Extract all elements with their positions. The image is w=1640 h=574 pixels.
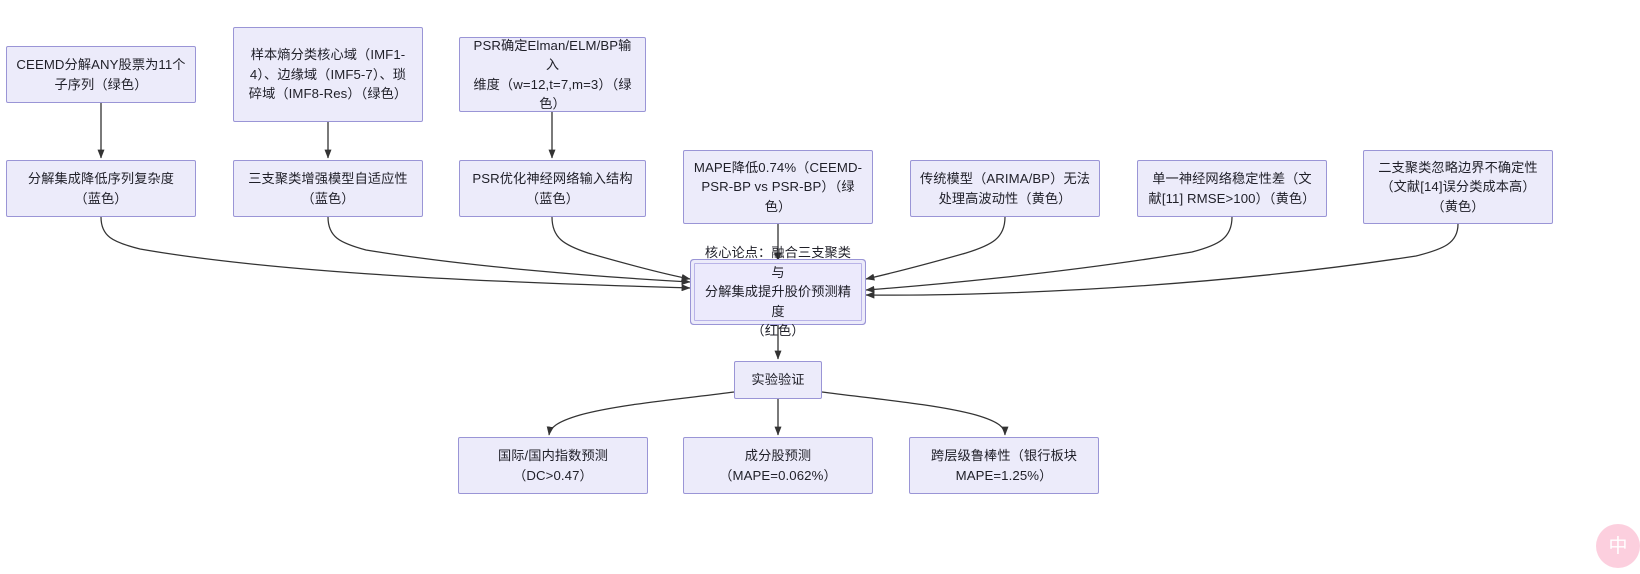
edge-s2-core xyxy=(327,216,691,286)
node-s2[interactable]: 三支聚类增强模型自适应性 （蓝色） xyxy=(233,160,423,217)
node-label: 分解集成降低序列复杂度 （蓝色） xyxy=(27,171,175,206)
edge-g2-core xyxy=(865,216,1233,293)
node-label: 三支聚类增强模型自适应性 （蓝色） xyxy=(248,171,408,206)
watermark-badge: 中 xyxy=(1596,524,1640,568)
node-s3[interactable]: PSR优化神经网络输入结构 （蓝色） xyxy=(459,160,646,217)
node-r1[interactable]: 国际/国内指数预测 （DC>0.47） xyxy=(458,437,648,494)
edge-exp-r3 xyxy=(821,391,1009,436)
node-label: 传统模型（ARIMA/BP）无法 处理高波动性（黄色） xyxy=(919,171,1091,206)
watermark-glyph: 中 xyxy=(1608,534,1628,557)
node-g3[interactable]: 二支聚类忽略边界不确定性 （文献[14]误分类成本高） （黄色） xyxy=(1363,150,1553,224)
edge-g3-core xyxy=(865,223,1459,299)
node-core[interactable]: 核心论点：融合三支聚类与 分解集成提升股价预测精度 （红色） xyxy=(694,245,862,338)
node-s4[interactable]: MAPE降低0.74%（CEEMD- PSR-BP vs PSR-BP）（绿 色… xyxy=(683,150,873,224)
node-s1[interactable]: 分解集成降低序列复杂度 （蓝色） xyxy=(6,160,196,217)
edge-g1-core xyxy=(865,216,1006,281)
node-label: 核心论点：融合三支聚类与 分解集成提升股价预测精度 （红色） xyxy=(704,245,852,339)
node-label: 跨层级鲁棒性（银行板块 MAPE=1.25%） xyxy=(930,448,1078,483)
node-label: 单一神经网络稳定性差（文 献[11] RMSE>100）（黄色） xyxy=(1148,171,1316,206)
node-r3[interactable]: 跨层级鲁棒性（银行板块 MAPE=1.25%） xyxy=(909,437,1099,494)
node-r2[interactable]: 成分股预测 （MAPE=0.062%） xyxy=(683,437,873,494)
edge-s1-core xyxy=(100,216,691,292)
node-g1[interactable]: 传统模型（ARIMA/BP）无法 处理高波动性（黄色） xyxy=(910,160,1100,217)
node-label: PSR确定Elman/ELM/BP输入 维度（w=12,t=7,m=3）（绿 色… xyxy=(473,37,632,112)
node-label: 二支聚类忽略边界不确定性 （文献[14]误分类成本高） （黄色） xyxy=(1378,159,1538,214)
node-label: MAPE降低0.74%（CEEMD- PSR-BP vs PSR-BP）（绿 色… xyxy=(693,159,863,214)
node-label: 国际/国内指数预测 （DC>0.47） xyxy=(497,448,609,483)
edge-exp-r1 xyxy=(546,391,735,436)
node-exp[interactable]: 实验验证 xyxy=(734,361,822,399)
node-m3[interactable]: PSR确定Elman/ELM/BP输入 维度（w=12,t=7,m=3）（绿 色… xyxy=(459,37,646,112)
edge-s3-core xyxy=(551,216,691,281)
node-label: 实验验证 xyxy=(751,372,805,388)
node-label: CEEMD分解ANY股票为11个 子序列（绿色） xyxy=(16,57,186,92)
node-label: 样本熵分类核心域（IMF1- 4）、边缘域（IMF5-7）、琐 碎域（IMF8-… xyxy=(248,47,408,102)
node-label: 成分股预测 （MAPE=0.062%） xyxy=(719,448,837,483)
node-label: PSR优化神经网络输入结构 （蓝色） xyxy=(472,171,633,206)
node-m1[interactable]: CEEMD分解ANY股票为11个 子序列（绿色） xyxy=(6,46,196,103)
node-m2[interactable]: 样本熵分类核心域（IMF1- 4）、边缘域（IMF5-7）、琐 碎域（IMF8-… xyxy=(233,27,423,122)
node-g2[interactable]: 单一神经网络稳定性差（文 献[11] RMSE>100）（黄色） xyxy=(1137,160,1327,217)
